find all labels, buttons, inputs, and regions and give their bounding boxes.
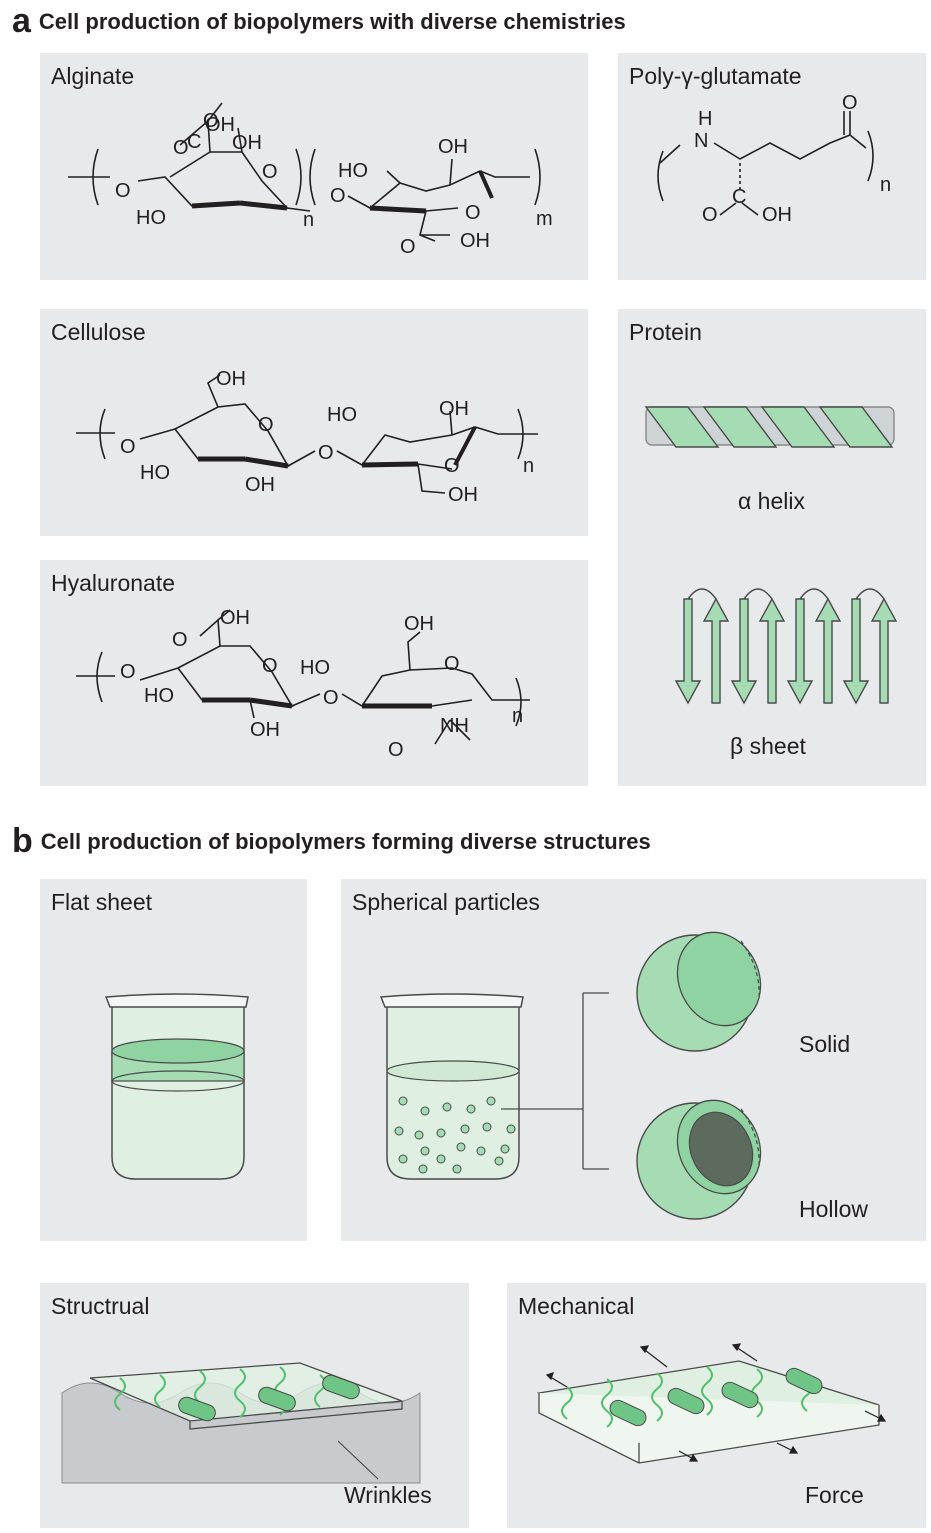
section-a-letter: a xyxy=(12,2,31,40)
alginate-label: Alginate xyxy=(51,63,135,89)
polyglutamate-n: n xyxy=(880,174,891,196)
alginate-panel: Alginate O C O OH OH O xyxy=(40,53,588,280)
hyaluronate-ho-1: HO xyxy=(144,685,174,707)
hollow-sphere xyxy=(636,1099,762,1220)
hyaluronate-oh-2: OH xyxy=(250,719,280,741)
hyaluronate-carbonyl-o-1: O xyxy=(172,629,188,651)
alginate-link-o-1: O xyxy=(115,180,131,202)
alginate-oh-4: OH xyxy=(460,230,490,252)
alginate-link-o-2: O xyxy=(330,185,346,207)
structural-wrinkles-diagram: Wrinkles xyxy=(61,1362,432,1508)
protein-structures: α helix β sheet xyxy=(644,406,898,759)
hyaluronate-panel: Hyaluronate OH O O O HO OH O HO OH xyxy=(40,560,588,786)
hyaluronate-oh-3: OH xyxy=(404,613,434,635)
alginate-ring-o-1: O xyxy=(262,161,278,183)
polyglutamate-n-atom: N xyxy=(694,130,708,152)
wrinkles-caption: Wrinkles xyxy=(344,1482,432,1508)
cellulose-ring-o-2: O xyxy=(444,455,460,477)
section-b-title: b Cell production of biopolymers forming … xyxy=(12,822,651,861)
cellulose-link-o-1: O xyxy=(120,436,136,458)
hyaluronate-ring-o-1: O xyxy=(262,655,278,677)
section-a-heading: Cell production of biopolymers with dive… xyxy=(38,9,626,34)
cellulose-ho-1: HO xyxy=(140,462,170,484)
hyaluronate-oh-1: OH xyxy=(220,607,250,629)
flat-sheet-beaker xyxy=(104,993,249,1180)
alginate-ho-1: HO xyxy=(136,207,166,229)
hyaluronate-label: Hyaluronate xyxy=(51,570,176,596)
mechanical-panel: Mechanical Force xyxy=(507,1283,926,1528)
alginate-ho-2: HO xyxy=(338,160,368,182)
alpha-helix-shape xyxy=(644,406,895,448)
cellulose-oh-4: OH xyxy=(448,484,478,506)
polyglutamate-c: C xyxy=(732,186,746,208)
cellulose-oh-3: OH xyxy=(439,398,469,420)
cellulose-ho-2: HO xyxy=(327,404,357,426)
hyaluronate-ho-2: HO xyxy=(300,657,330,679)
alginate-oh-2: OH xyxy=(232,132,262,154)
cellulose-oh-1: OH xyxy=(216,368,246,390)
alginate-ring-o-2: O xyxy=(465,202,481,224)
structural-panel: Structrual Wrinkles xyxy=(40,1283,469,1528)
beta-sheet-caption: β sheet xyxy=(730,733,806,759)
cellulose-oh-2: OH xyxy=(245,474,275,496)
alpha-helix-caption: α helix xyxy=(738,488,805,514)
flat-sheet-panel: Flat sheet xyxy=(40,879,307,1241)
spherical-particles-diagram: Solid Hollow xyxy=(379,931,868,1222)
spherical-particles-label: Spherical particles xyxy=(352,889,540,915)
cellulose-label: Cellulose xyxy=(51,319,146,345)
polyglutamate-o-bottom: O xyxy=(702,204,718,226)
protein-label: Protein xyxy=(629,319,702,345)
section-a-title: a Cell production of biopolymers with div… xyxy=(12,2,626,41)
alginate-m: m xyxy=(536,208,553,230)
alginate-structure: O C O OH OH O O HO n O HO OH O O OH m xyxy=(68,102,553,258)
polyglutamate-h: H xyxy=(698,108,712,130)
mechanical-label: Mechanical xyxy=(518,1293,635,1319)
alginate-oh-1: OH xyxy=(205,114,235,136)
cellulose-n: n xyxy=(523,455,534,477)
polyglutamate-panel: Poly-γ-glutamate H N O C O OH n xyxy=(618,53,926,280)
spherical-particles-panel: Spherical particles Solid xyxy=(341,879,926,1241)
force-caption: Force xyxy=(805,1482,864,1508)
hyaluronate-ring-o-2: O xyxy=(444,653,460,675)
section-b-heading: Cell production of biopolymers forming d… xyxy=(40,829,651,854)
hyaluronate-link-o-1: O xyxy=(120,661,136,683)
beta-sheet-shape xyxy=(674,597,898,705)
svg-text:C: C xyxy=(187,131,201,153)
section-b-letter: b xyxy=(12,822,33,860)
flat-sheet-label: Flat sheet xyxy=(51,889,152,915)
alginate-n: n xyxy=(303,209,314,231)
hyaluronate-n: n xyxy=(512,705,523,727)
solid-caption: Solid xyxy=(799,1031,850,1057)
alginate-oh-3: OH xyxy=(438,136,468,158)
mechanical-force-diagram: Force xyxy=(536,1343,887,1508)
polyglutamate-structure: H N O C O OH n xyxy=(657,92,891,226)
polyglutamate-label: Poly-γ-glutamate xyxy=(629,63,802,89)
structural-label: Structrual xyxy=(51,1293,150,1319)
svg-text:O: O xyxy=(203,110,219,132)
hyaluronate-structure: OH O O O HO OH O HO OH O NH O n xyxy=(76,607,530,761)
hyaluronate-nh: NH xyxy=(440,715,469,737)
cellulose-structure: OH O O HO OH O HO OH O OH n xyxy=(76,368,538,506)
hollow-caption: Hollow xyxy=(799,1196,868,1222)
hyaluronate-link-o-2: O xyxy=(323,687,339,709)
polyglutamate-o-top: O xyxy=(842,92,858,114)
protein-panel: Protein α helix β sheet xyxy=(618,309,926,786)
alginate-carbonyl-o: O xyxy=(400,236,416,258)
polyglutamate-oh: OH xyxy=(762,204,792,226)
cellulose-ring-o-1: O xyxy=(258,414,274,436)
solid-sphere xyxy=(636,931,762,1052)
svg-text:O: O xyxy=(173,137,189,159)
hyaluronate-carbonyl-o-2: O xyxy=(388,739,404,761)
cellulose-panel: Cellulose OH O O HO OH O HO OH O OH n xyxy=(40,309,588,536)
cellulose-link-o-2: O xyxy=(318,442,334,464)
